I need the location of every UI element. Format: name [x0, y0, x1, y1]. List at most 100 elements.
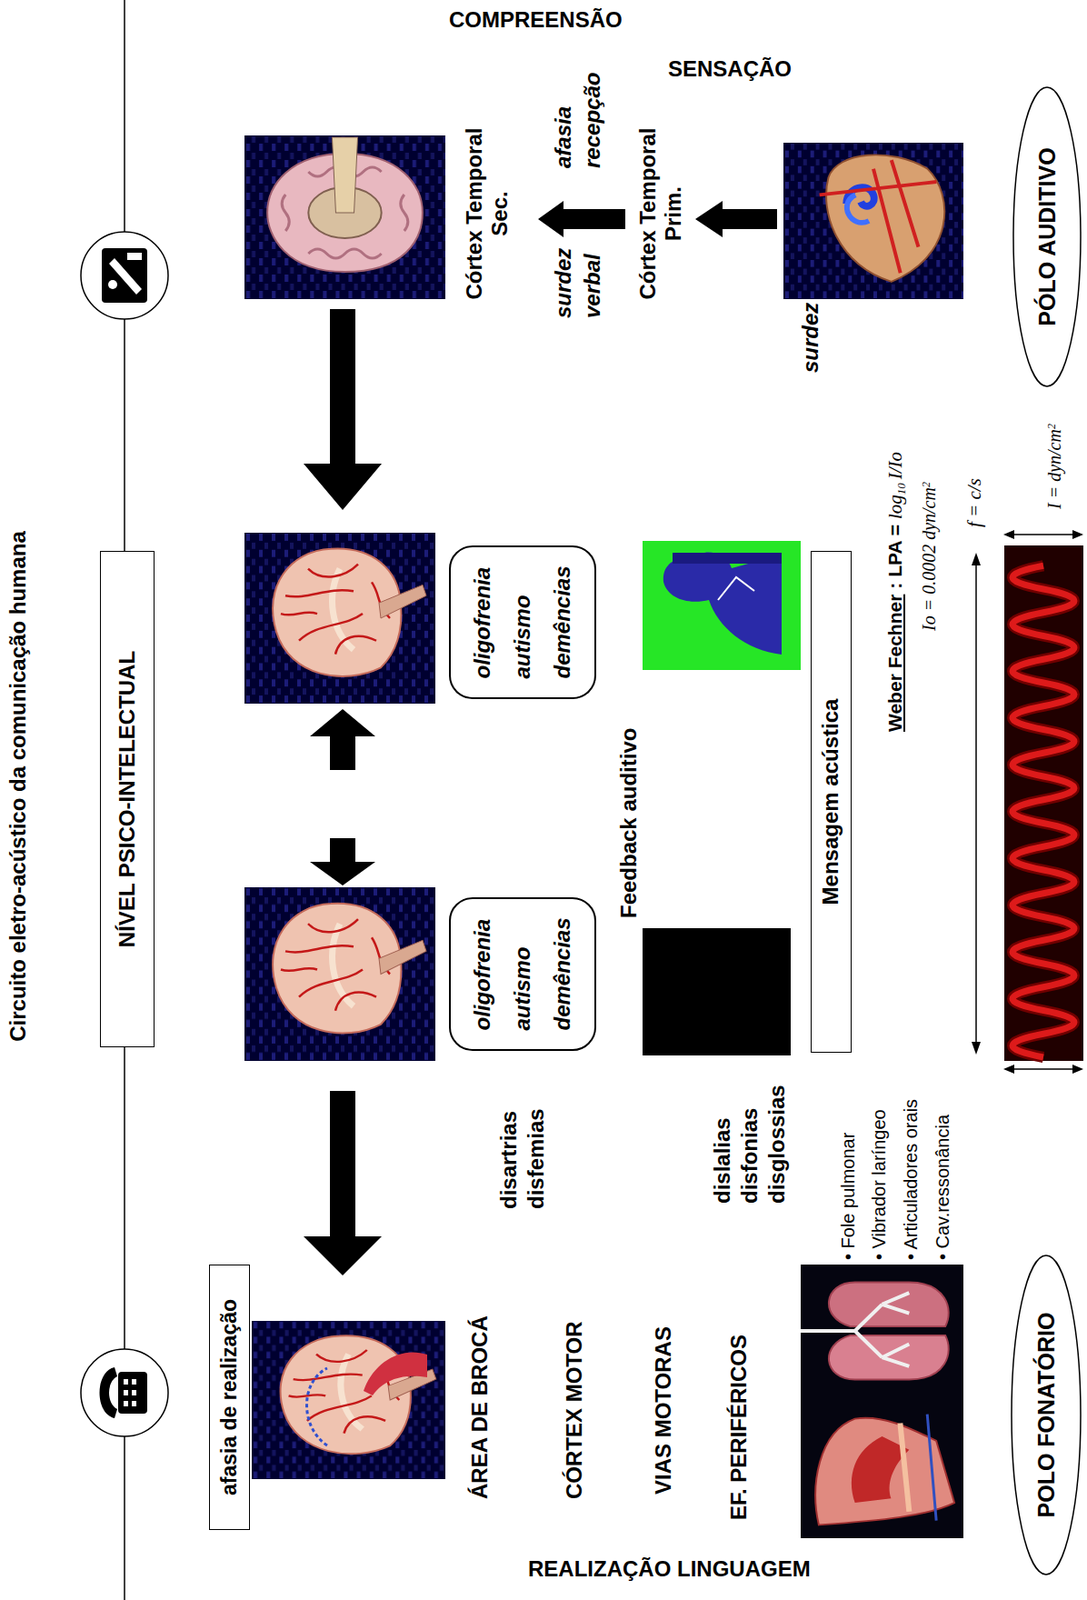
sound-wave [1004, 545, 1084, 1061]
formula-text: 10 [894, 482, 908, 495]
listener-image [642, 540, 801, 670]
flow-arrows [309, 708, 376, 770]
device-icon [127, 252, 142, 260]
dimension-arrows [971, 552, 981, 566]
vocal-tract-image [800, 1405, 964, 1538]
flow-arrows [309, 837, 376, 886]
formula-text: I = dyn/cm [1044, 428, 1065, 509]
label-text: surdez verbal [548, 248, 608, 319]
listener-image [718, 577, 755, 600]
formula-text: 2 [1045, 423, 1058, 429]
aphasia-box: afasia de realização [209, 1264, 250, 1530]
box-text: PÓLO AUDITIVO [1033, 147, 1061, 326]
label-text: disartrias disfemias [495, 1107, 550, 1209]
formula-text: : LPA = [884, 524, 906, 589]
dimension-arrows [1072, 1064, 1084, 1074]
diagram-title: Circuito eletro-acústico da comunicação … [5, 408, 32, 1164]
dimension-arrows [1003, 1064, 1015, 1074]
label-text: • Vibrador laríngeo [867, 1108, 890, 1260]
broca-brain-image [251, 1320, 446, 1479]
speaker-image [642, 927, 791, 1056]
dimension-arrows [1010, 533, 1077, 536]
device-icon [108, 279, 118, 290]
dimension-arrows [975, 561, 978, 1046]
dimension-arrows [971, 1041, 981, 1055]
label-text: Córtex Temporal Prim. [635, 126, 687, 301]
brain-image [244, 887, 436, 1061]
listener-image [672, 552, 782, 564]
pole-ellipse: POLO FONATÓRIO [1010, 1254, 1082, 1576]
telephone-icon [80, 1348, 169, 1437]
box-text: oligofrenia autismo demências [462, 917, 583, 1030]
label-text: ÁREA DE BROCÁ [467, 1315, 494, 1499]
formula-row: Weber Fechner : LPA = log10 I/Io [883, 451, 909, 732]
label-text: • Fole pulmonar [837, 1132, 859, 1260]
telephone-icon [131, 1378, 137, 1385]
pole-ellipse: PÓLO AUDITIVO [1012, 86, 1082, 388]
listener-image [642, 540, 801, 670]
brain-axial-image [244, 135, 446, 300]
disorder-box: oligofrenia autismo demências [448, 897, 597, 1051]
broca-brain-image [363, 1351, 428, 1396]
flow-arrows [303, 1090, 382, 1276]
label-text: Córtex Temporal Sec. [461, 126, 513, 301]
label-text: dislalias disfonias disglossias [708, 1084, 791, 1204]
flow-arrows [303, 309, 382, 510]
label-text: CÓRTEX MOTOR [561, 1320, 589, 1499]
formula-text: log [884, 494, 907, 519]
ear-image [783, 142, 964, 300]
telephone-icon [80, 1348, 169, 1437]
ellipse-shape [1013, 87, 1081, 387]
label-text: VIAS MOTORAS [650, 1326, 678, 1495]
label-text: REALIZAÇÃO LINGUAGEM [528, 1555, 811, 1583]
dimension-arrows [1072, 529, 1084, 539]
box-text: NÍVEL PSICO-INTELECTUAL [114, 650, 141, 948]
formula-text: 2 [919, 481, 933, 488]
device-icon [80, 231, 169, 320]
formula-row: Io = 0.0002 dyn/cm2 [917, 481, 940, 631]
sound-wave [1004, 545, 1084, 1061]
telephone-icon [123, 1378, 129, 1385]
box-text: POLO FONATÓRIO [1032, 1312, 1060, 1518]
flow-arrows [303, 200, 778, 1276]
label-text: COMPREENSÃO [448, 7, 623, 34]
label-text: afasia recepção [548, 72, 608, 169]
formula-text: Weber Fechner [884, 594, 906, 732]
message-box: Mensagem acústica [810, 550, 852, 1053]
telephone-icon [118, 1371, 148, 1414]
label-text: EF. PERIFÉRICOS [726, 1334, 753, 1520]
telephone-icon [131, 1400, 137, 1407]
formula-text: Io = 0.0002 dyn/cm [918, 487, 939, 631]
dimension-arrows [1010, 1067, 1077, 1070]
flow-arrows [538, 200, 626, 238]
label-text: f = c/s [963, 478, 987, 528]
telephone-icon [131, 1389, 137, 1396]
broca-brain-image [307, 1367, 329, 1446]
box-text: afasia de realização [217, 1298, 243, 1496]
formula-row: I = dyn/cm2 [1043, 423, 1066, 509]
organ-panel [800, 1264, 964, 1538]
dimension-arrows [971, 529, 1084, 1074]
device-icon [80, 231, 169, 320]
telephone-icon [123, 1400, 129, 1407]
broca-brain-image [251, 1320, 446, 1479]
dimension-arrows [1003, 529, 1015, 539]
telephone-icon [99, 1366, 119, 1418]
formula-text: I/Io [884, 451, 907, 479]
label-text: SENSAÇÃO [668, 56, 792, 83]
brain-image [244, 532, 436, 704]
telephone-icon [123, 1389, 129, 1396]
label-text: • Articuladores orais [899, 1098, 922, 1260]
flow-arrows [695, 200, 778, 238]
disorder-box: oligofrenia autismo demências [448, 545, 597, 699]
label-text: Feedback auditivo [616, 727, 643, 918]
lungs-image [800, 1264, 964, 1397]
sound-wave [1012, 565, 1075, 1058]
level-box: NÍVEL PSICO-INTELECTUAL [99, 550, 155, 1048]
listener-image [663, 552, 782, 655]
label-text: surdez [797, 302, 825, 373]
device-icon [101, 248, 148, 303]
